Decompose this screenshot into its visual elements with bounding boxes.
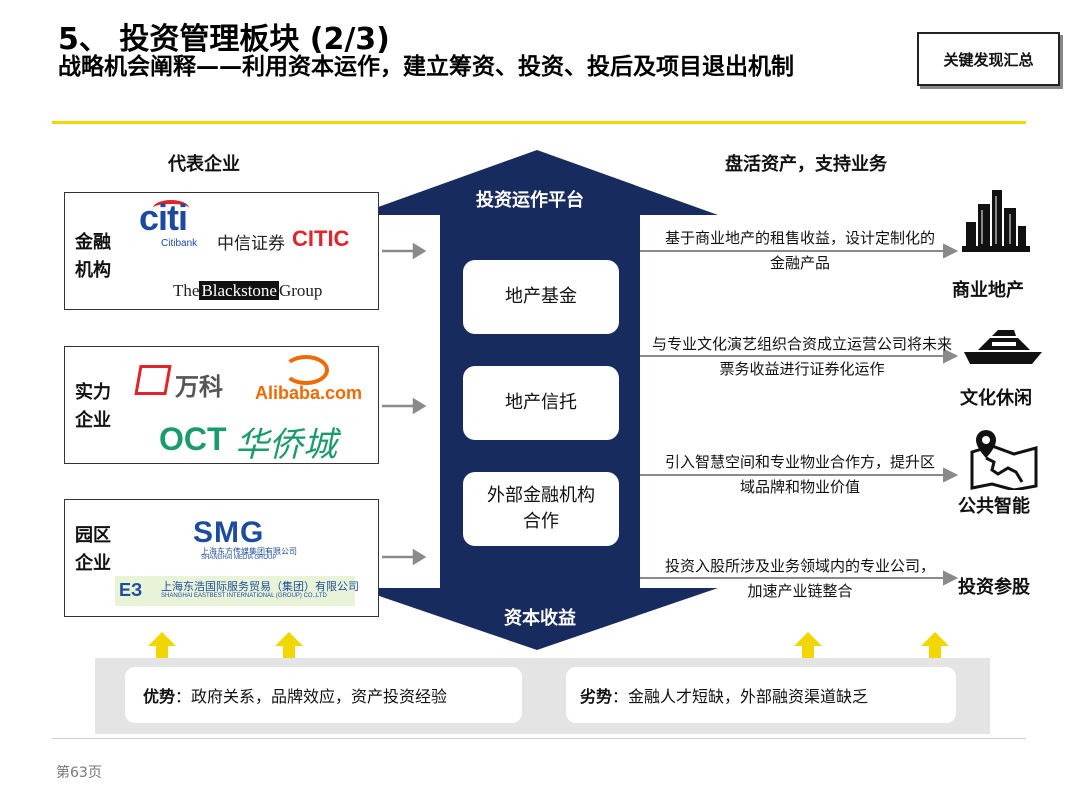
page-subtitle: 战略机会阐释——利用资本运作，建立筹资、投资、投后及项目退出机制 xyxy=(58,54,794,80)
page-number: 第63页 xyxy=(56,765,102,781)
advantage-pill: 优势 ：政府关系，品牌效应，资产投资经验 xyxy=(125,667,522,723)
smg-english-name: SHANGHAI MEDIA GROUP xyxy=(201,555,277,561)
smg-logo: SMG xyxy=(193,516,265,549)
right-row-text: 投资入股所涉及业务领域内的专业公司，加速产业链整合 xyxy=(664,557,935,600)
disadvantage-pill: 劣势 ：金融人才短缺，外部融资渠道缺乏 xyxy=(566,667,956,723)
right-row-text: 与专业文化演艺组织合资成立运营公司将未来票务收益进行证券化运作 xyxy=(652,335,953,378)
center-item: 外部金融机构合作 xyxy=(463,472,619,546)
advantage-text: ：政府关系，品牌效应，资产投资经验 xyxy=(175,687,448,706)
group-label: 实力企业 xyxy=(75,382,111,431)
title-divider xyxy=(52,121,1026,124)
left-connector-arrows xyxy=(382,242,427,566)
oct-logo: OCT xyxy=(159,421,227,457)
buildings-icon xyxy=(962,190,1030,252)
citibank-logo-text: Citibank xyxy=(161,238,198,249)
citi-logo: citi xyxy=(139,197,188,238)
right-row-label: 商业地产 xyxy=(952,280,1024,301)
oct-chinese-logo: 华侨城 xyxy=(235,425,337,465)
capital-return-label: 资本收益 xyxy=(504,608,576,629)
right-section-header: 盘活资产，支持业务 xyxy=(725,154,887,175)
group-label: 金融机构 xyxy=(75,232,111,281)
citi-arc-icon xyxy=(153,200,189,216)
disadvantage-label: 劣势 xyxy=(580,687,613,706)
center-item: 地产基金 xyxy=(463,260,619,334)
footer-divider xyxy=(52,738,1026,739)
advantage-label: 优势 xyxy=(143,687,176,706)
right-row-text: 引入智慧空间和专业物业合作方，提升区域品牌和物业价值 xyxy=(664,453,935,496)
alibaba-logo: Alibaba.com xyxy=(255,383,363,403)
right-row-label: 公共智能 xyxy=(958,496,1030,517)
yacht-icon xyxy=(964,330,1042,364)
alibaba-smile-icon xyxy=(283,355,329,385)
park-enterprises-box: 园区企业 SMG 上海东方传媒集团有限公司 SHANGHAI MEDIA GRO… xyxy=(64,499,379,617)
platform-label: 投资运作平台 xyxy=(476,190,584,211)
right-row-text: 基于商业地产的租售收益，设计定制化的金融产品 xyxy=(664,229,935,272)
group-label: 园区企业 xyxy=(75,525,111,574)
eastbest-banner xyxy=(115,576,355,606)
eastbest-icon: ЕЗ xyxy=(119,580,143,600)
yellow-up-arrows xyxy=(148,632,949,658)
smg-chinese-name: 上海东方传媒集团有限公司 xyxy=(201,547,297,556)
right-row-label: 投资参股 xyxy=(958,577,1030,598)
smg-subtitle: 上海东方传媒集团有限公司 xyxy=(201,546,297,557)
page-title: 5、 投资管理板块 (2/3) xyxy=(58,22,390,57)
disadvantage-text: ：金融人才短缺，外部融资渠道缺乏 xyxy=(612,687,869,706)
eastbest-chinese-name: 上海东浩国际服务贸易（集团）有限公司 xyxy=(161,580,359,593)
citic-logo: CITIC xyxy=(292,226,350,251)
eastbest-english-name: SHANGHAI EASTBEST INTERNATIONAL (GROUP) … xyxy=(161,593,327,599)
vanke-logo: 万科 xyxy=(175,373,223,401)
left-section-header: 代表企业 xyxy=(168,154,240,175)
center-item: 地产信托 xyxy=(463,366,619,440)
right-connector-arrows xyxy=(640,243,959,586)
right-row-label: 文化休闲 xyxy=(960,388,1032,409)
strong-enterprises-box: 实力企业 万科 Alibaba.com OCT 华侨城 xyxy=(64,346,379,465)
vanke-icon xyxy=(134,365,172,395)
citic-securities-logo: 中信证券 xyxy=(217,234,285,254)
key-findings-button[interactable]: 关键发现汇总 xyxy=(917,32,1060,86)
map-pin-icon xyxy=(970,430,1038,490)
